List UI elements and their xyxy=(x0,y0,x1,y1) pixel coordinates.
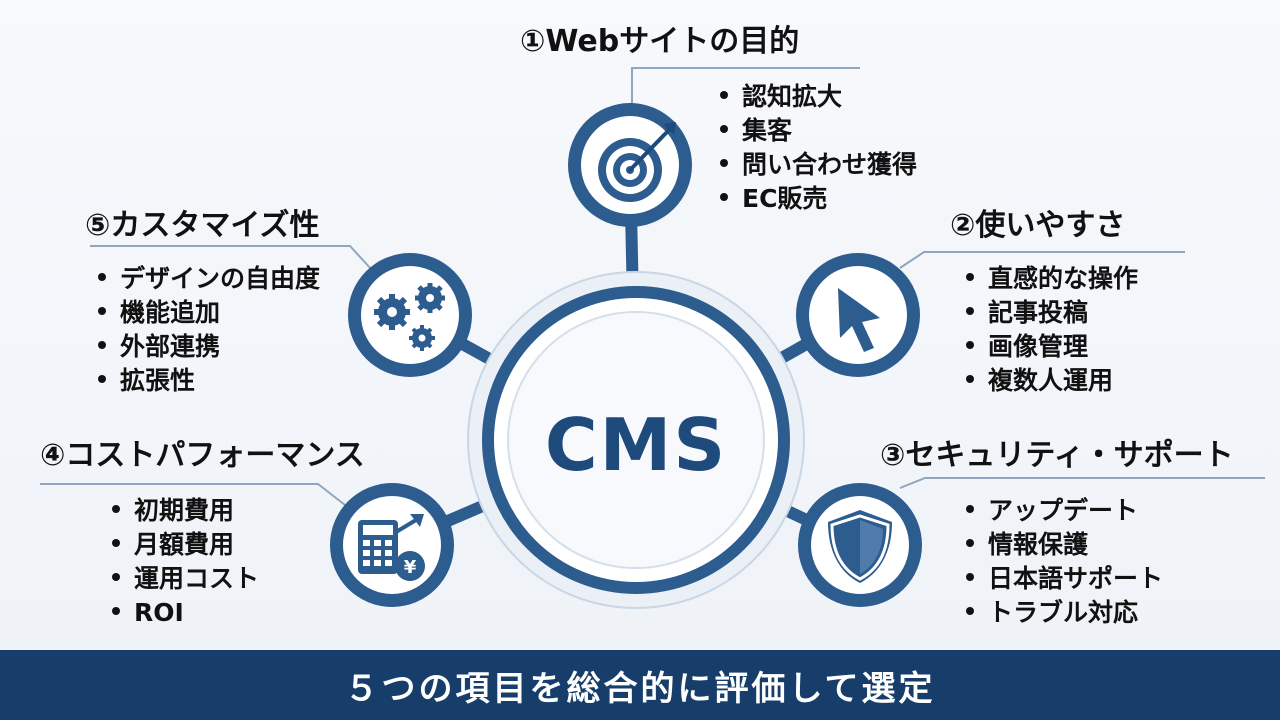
leader-line-5 xyxy=(90,245,373,271)
node-1 xyxy=(568,103,692,227)
purpose-list: 認知拡大 集客 問い合わせ獲得 EC販売 xyxy=(720,80,917,216)
list-item: 機能追加 xyxy=(98,296,320,330)
list-item: 拡張性 xyxy=(98,364,320,398)
cost-list: 初期費用 月額費用 運用コスト ROI xyxy=(112,494,259,630)
leader-lines xyxy=(40,67,1265,506)
list-item: 問い合わせ獲得 xyxy=(720,148,917,182)
section-title-purpose: ①Webサイトの目的 xyxy=(520,24,800,59)
section-title-usability: ②使いやすさ xyxy=(950,208,1126,243)
node-5 xyxy=(348,253,472,377)
list-item: 初期費用 xyxy=(112,494,259,528)
cms-hub xyxy=(467,271,805,609)
footer-banner: ５つの項目を総合的に評価して選定 xyxy=(0,650,1280,720)
leader-line-4 xyxy=(40,483,346,506)
list-item: 直感的な操作 xyxy=(966,262,1138,296)
usability-list: 直感的な操作 記事投稿 画像管理 複数人運用 xyxy=(966,262,1138,398)
customizability-list: デザインの自由度 機能追加 外部連携 拡張性 xyxy=(98,262,320,398)
calculator-yen-icon: ¥ xyxy=(358,514,425,581)
list-item: アップデート xyxy=(966,494,1163,528)
leader-line-3 xyxy=(899,477,1265,489)
leader-line-2 xyxy=(899,251,1185,269)
center-label: CMS xyxy=(544,403,728,487)
leader-line-1 xyxy=(631,67,860,118)
list-item: 複数人運用 xyxy=(966,364,1138,398)
node-4: ¥ xyxy=(330,483,454,607)
target-icon xyxy=(598,122,676,202)
footer-text: ５つの項目を総合的に評価して選定 xyxy=(344,668,936,709)
svg-text:¥: ¥ xyxy=(404,557,417,578)
section-title-customizability: ⑤カスタマイズ性 xyxy=(85,208,320,243)
list-item: 集客 xyxy=(720,114,917,148)
shield-icon xyxy=(828,510,892,583)
security-list: アップデート 情報保護 日本語サポート トラブル対応 xyxy=(966,494,1163,630)
list-item: 画像管理 xyxy=(966,330,1138,364)
list-item: 運用コスト xyxy=(112,562,259,596)
list-item: 認知拡大 xyxy=(720,80,917,114)
list-item: 記事投稿 xyxy=(966,296,1138,330)
cursor-icon xyxy=(838,288,880,352)
gears-icon xyxy=(374,283,445,351)
list-item: 月額費用 xyxy=(112,528,259,562)
list-item: EC販売 xyxy=(720,182,917,216)
list-item: ROI xyxy=(112,596,259,630)
node-2 xyxy=(796,253,920,377)
list-item: 日本語サポート xyxy=(966,562,1163,596)
section-title-security: ③セキュリティ・サポート xyxy=(880,438,1234,473)
section-title-cost: ④コストパフォーマンス xyxy=(40,438,365,473)
node-3 xyxy=(798,483,922,607)
list-item: 情報保護 xyxy=(966,528,1163,562)
list-item: デザインの自由度 xyxy=(98,262,320,296)
list-item: トラブル対応 xyxy=(966,596,1163,630)
list-item: 外部連携 xyxy=(98,330,320,364)
